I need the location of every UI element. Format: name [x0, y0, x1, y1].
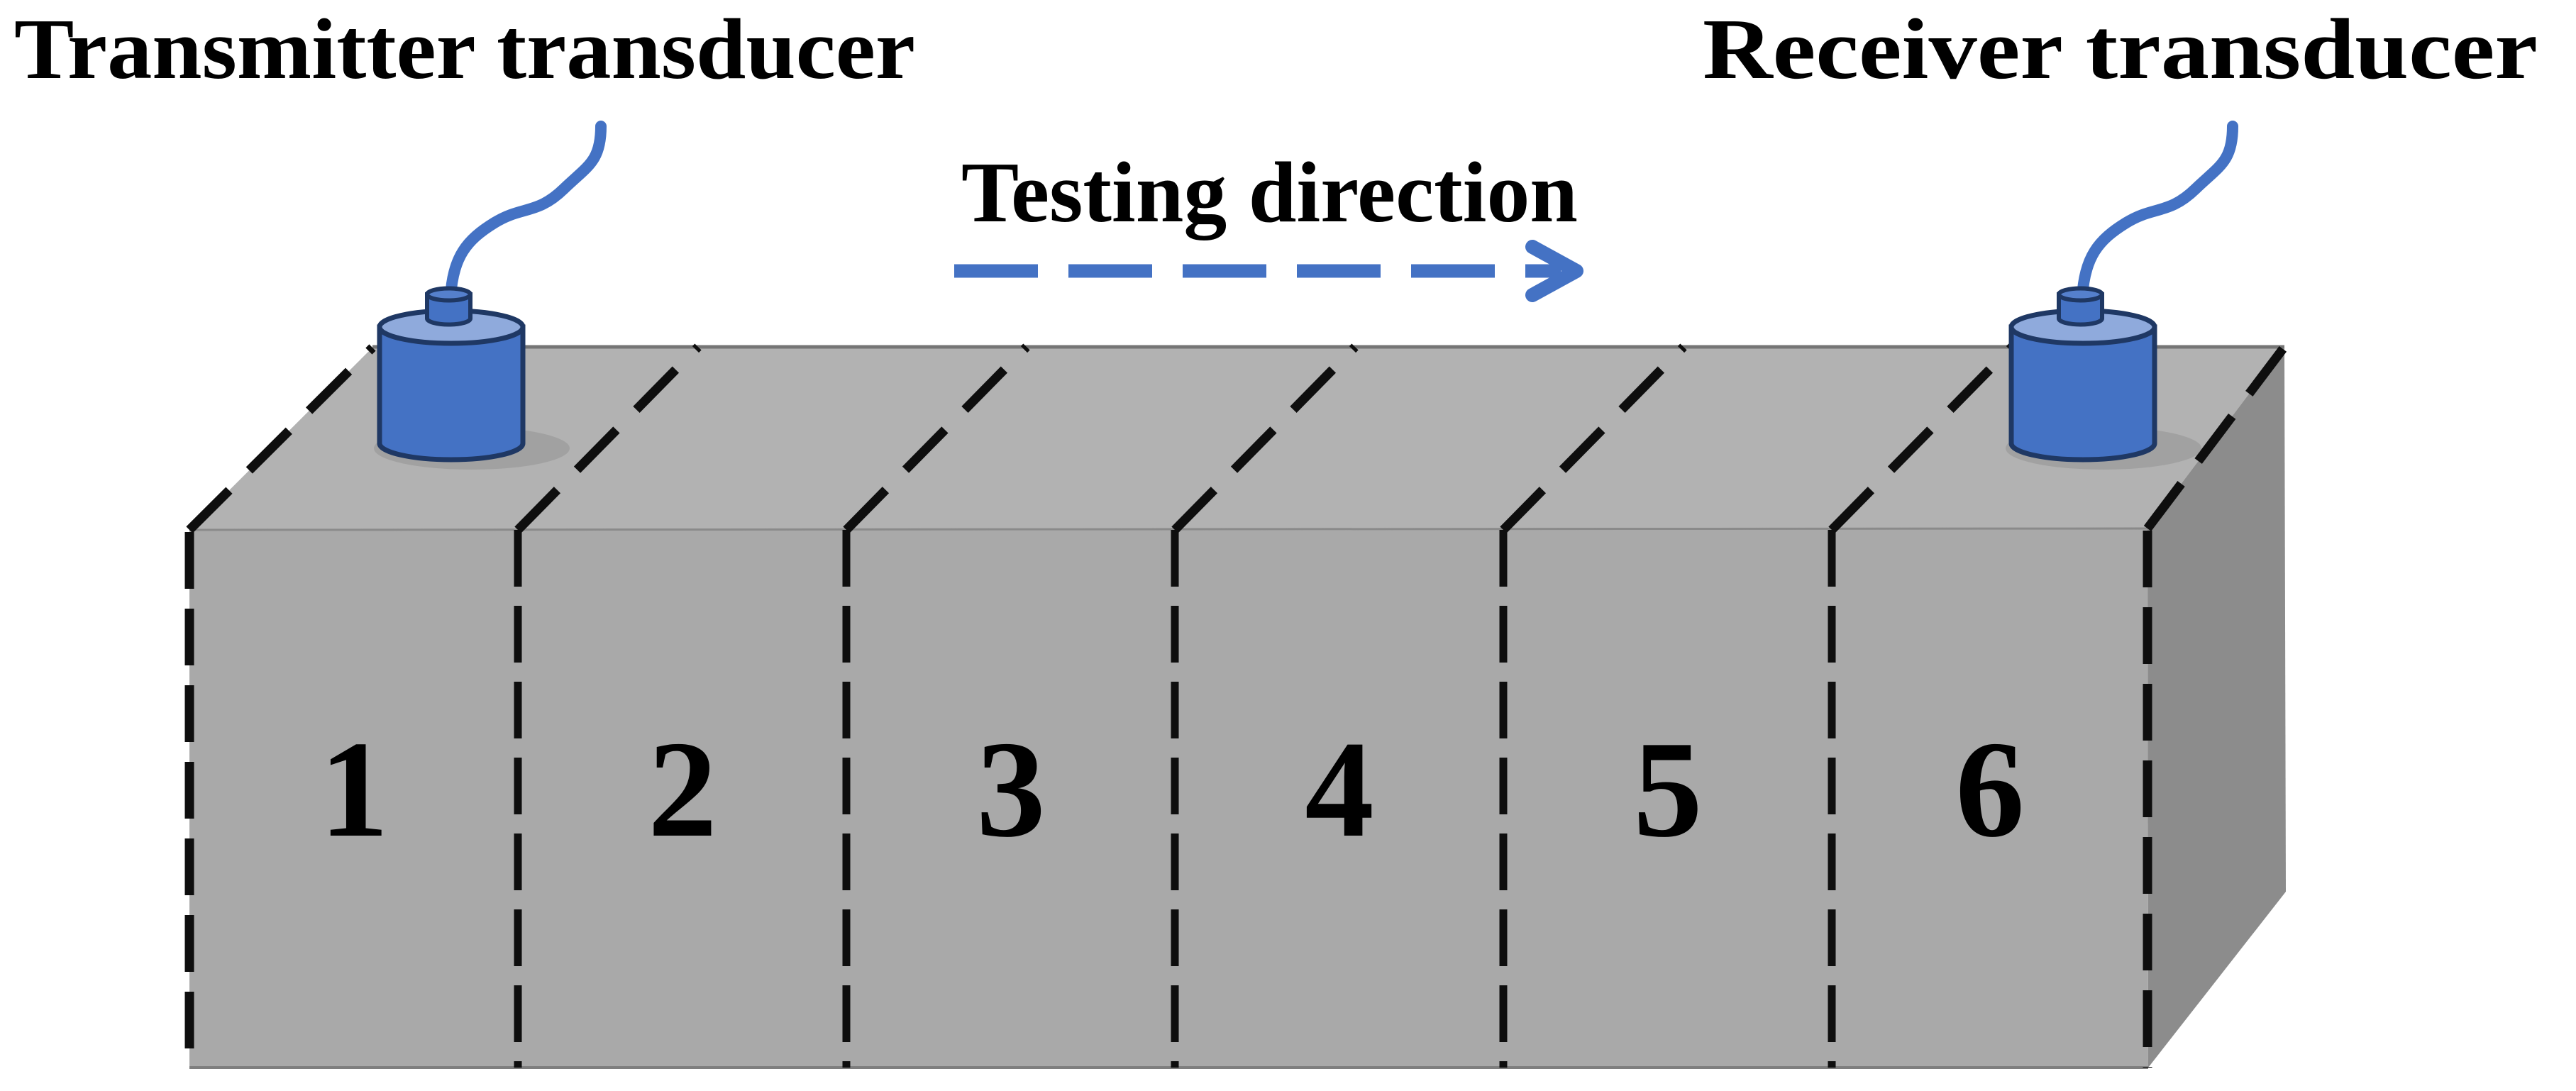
top-face-dashed-lines	[186, 343, 2289, 533]
segment-divider-top-line	[1171, 343, 1359, 533]
segment-number: 5	[1633, 713, 1703, 866]
beam-dashed-outer-edges	[184, 531, 2152, 1068]
beam-front-face	[189, 528, 2148, 1068]
beam-top-face	[189, 347, 2284, 530]
segment-number: 2	[648, 713, 717, 866]
transmitter-label: Transmitter transducer	[14, 1, 915, 97]
segment-numbers: 1 2 3 4 5 6	[319, 713, 2025, 866]
transducer-knob-top	[2057, 286, 2104, 303]
beam-side-face	[2147, 347, 2286, 1068]
beam-front-top-edge	[189, 527, 2148, 531]
segment-number: 1	[319, 713, 389, 866]
transducer-knob	[2057, 292, 2104, 327]
segment-divider-top-line	[1828, 343, 2016, 533]
segment-divider-top-line	[843, 343, 1030, 533]
segment-number: 4	[1305, 713, 1374, 866]
segment-number: 6	[1955, 713, 2025, 866]
testing-direction-arrow-icon	[954, 240, 1583, 302]
transducer-knob	[425, 292, 472, 327]
transducer-body	[2008, 324, 2157, 463]
receiver-transducer-icon	[2006, 121, 2238, 470]
transducer-body	[377, 324, 526, 463]
beam-top-left-edge-dashed	[186, 344, 376, 533]
receiver-cable-icon	[2077, 121, 2238, 304]
beam-top-right-edge-dashed	[2143, 344, 2289, 531]
receiver-label: Receiver transducer	[1703, 1, 2538, 97]
arrow-head	[1525, 240, 1583, 302]
segment-divider-top-line	[1500, 343, 1687, 533]
segment-divider-lines	[514, 530, 1836, 1068]
transmitter-cable-icon	[445, 121, 607, 304]
testing-direction-label: Testing direction	[961, 145, 1578, 240]
concrete-beam: 1 2 3 4 5 6	[184, 343, 2289, 1069]
segment-number: 3	[976, 713, 1046, 866]
transmitter-transducer-icon	[374, 121, 607, 470]
segment-divider-top-line	[514, 343, 702, 533]
transducer-knob-top	[425, 286, 472, 303]
